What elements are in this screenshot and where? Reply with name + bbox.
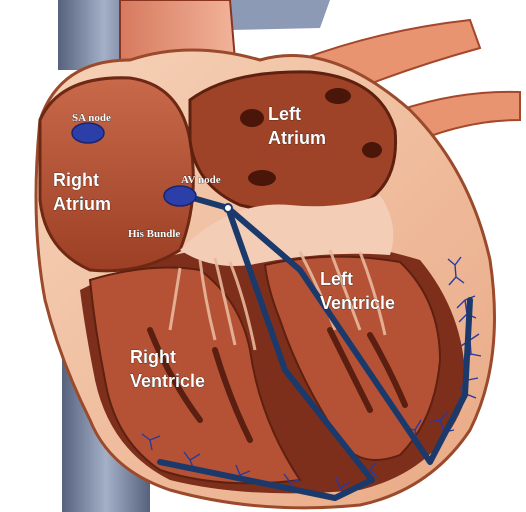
pulmonary-vein-top	[220, 0, 330, 30]
right-ventricle-label-line2: Ventricle	[130, 371, 205, 391]
left-atrium-label-line1: Left	[268, 104, 301, 124]
right-atrium-label-line2: Atrium	[53, 194, 111, 214]
his-bundle-label: His Bundle	[128, 228, 180, 240]
lv-opening-2	[240, 109, 264, 127]
av-node-icon	[164, 186, 196, 206]
lv-opening-1	[325, 88, 351, 104]
lv-opening-4	[362, 142, 382, 158]
left-ventricle-label-line1: Left	[320, 269, 353, 289]
his-bundle-junction	[224, 204, 232, 212]
right-atrium-label-line1: Right	[53, 170, 99, 190]
right-ventricle-label-line1: Right	[130, 347, 176, 367]
sa-node-icon	[72, 123, 104, 143]
left-ventricle-label-line2: Ventricle	[320, 293, 395, 313]
lv-opening-3	[248, 170, 276, 186]
left-atrium-label-line2: Atrium	[268, 128, 326, 148]
av-node-label: AV node	[181, 174, 221, 186]
sa-node-label: SA node	[72, 112, 111, 124]
